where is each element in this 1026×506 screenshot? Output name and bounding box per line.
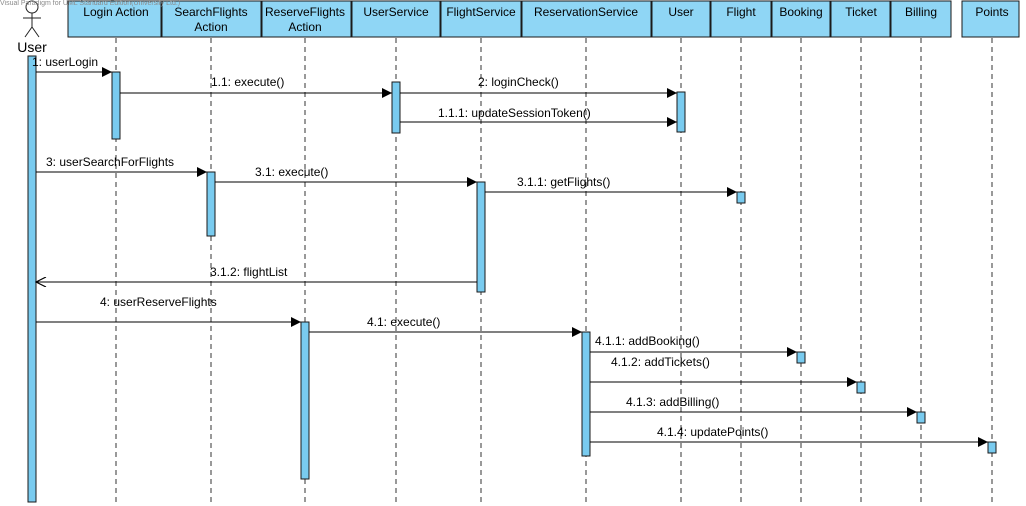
activation-bar-ticket bbox=[856, 381, 866, 394]
message-label: 4.1.3: addBilling() bbox=[626, 395, 719, 409]
actor-leg-icon bbox=[31, 26, 40, 38]
lifeline-header-box bbox=[351, 0, 441, 38]
message-label: 3.1.2: flightList bbox=[210, 265, 288, 279]
lifeline-header-box bbox=[161, 0, 262, 38]
activation-bar-usersvc bbox=[391, 81, 401, 134]
message-label: 4.1.1: addBooking() bbox=[595, 334, 700, 348]
activation-bar-flight bbox=[736, 191, 746, 204]
lifeline-header-label: Action bbox=[194, 20, 227, 34]
lifeline-header-box bbox=[67, 0, 162, 38]
activation-bar-user bbox=[27, 55, 37, 503]
lifeline-header-box bbox=[440, 0, 522, 38]
lifeline-header-userent[interactable]: User bbox=[651, 0, 711, 38]
message-3[interactable]: 2: loginCheck() bbox=[400, 75, 677, 98]
lifeline-header-login[interactable]: Login Action bbox=[67, 0, 162, 38]
lifeline-header-box bbox=[651, 0, 711, 38]
activation-bar-points bbox=[987, 441, 997, 454]
message-label: 4.1: execute() bbox=[367, 315, 440, 329]
lifeline-header-label: ReserveFlights bbox=[265, 5, 345, 19]
message-9[interactable]: 4: userReserveFlights bbox=[36, 295, 301, 327]
activation-bar-login bbox=[111, 71, 121, 140]
lifeline-header-label: Login Action bbox=[83, 5, 148, 19]
lifeline-header-box bbox=[261, 0, 352, 38]
message-13[interactable]: 4.1.3: addBilling() bbox=[590, 395, 917, 417]
lifeline-header-box bbox=[890, 0, 952, 38]
lifeline-header-box bbox=[771, 0, 831, 38]
lifeline-header-box bbox=[961, 0, 1020, 38]
lifeline-header-label: Flight bbox=[726, 5, 756, 19]
lifeline-header-box bbox=[710, 0, 772, 38]
message-label: 1.1: execute() bbox=[211, 75, 284, 89]
lifeline-header-label: Ticket bbox=[845, 5, 877, 19]
lifeline-header-label: ReservationService bbox=[534, 5, 638, 19]
lifeline-header-ticket[interactable]: Ticket bbox=[830, 0, 891, 38]
message-2[interactable]: 1.1: execute() bbox=[120, 75, 392, 98]
actor-label: User bbox=[17, 39, 47, 55]
lifeline-header-label: Booking bbox=[779, 5, 822, 19]
activation-bar-booking bbox=[796, 351, 806, 364]
activation-bar-billing bbox=[916, 411, 926, 424]
lifeline-header-billing[interactable]: Billing bbox=[890, 0, 952, 38]
message-label: 4.1.2: addTickets() bbox=[611, 355, 710, 369]
actor-user[interactable]: User bbox=[17, 0, 47, 55]
lifeline-header-flight[interactable]: Flight bbox=[710, 0, 772, 38]
message-7[interactable]: 3.1.1: getFlights() bbox=[485, 175, 737, 197]
lifeline-header-label: Points bbox=[975, 5, 1008, 19]
message-11[interactable]: 4.1.1: addBooking() bbox=[590, 334, 797, 357]
activation-bar-flightsvc bbox=[476, 181, 486, 293]
message-1[interactable]: 1: userLogin bbox=[32, 55, 112, 77]
lifeline-header-box bbox=[830, 0, 891, 38]
message-label: 4.1.4: updatePoints() bbox=[657, 425, 768, 439]
lifeline-header-flightsvc[interactable]: FlightService bbox=[440, 0, 522, 38]
activation-bar-ressvc bbox=[581, 331, 591, 457]
message-label: 3.1: execute() bbox=[255, 165, 328, 179]
activation-bar-reserve bbox=[300, 321, 310, 480]
message-label: 4: userReserveFlights bbox=[100, 295, 217, 309]
message-label: 2: loginCheck() bbox=[478, 75, 559, 89]
lifeline-header-label: Billing bbox=[905, 5, 937, 19]
message-label: 3.1.1: getFlights() bbox=[517, 175, 610, 189]
message-6[interactable]: 3.1: execute() bbox=[215, 165, 477, 187]
lifeline-header-label: SearchFlights bbox=[174, 5, 247, 19]
actor-leg-icon bbox=[24, 26, 33, 38]
activation-bar-search bbox=[206, 171, 216, 237]
lifeline-header-label: UserService bbox=[363, 5, 429, 19]
lifeline-header-points[interactable]: Points bbox=[961, 0, 1020, 38]
message-label: 1.1.1: updateSessionToken() bbox=[438, 106, 591, 120]
watermark-text: Visual Paradigm for UML Standard Edition… bbox=[0, 0, 181, 7]
message-14[interactable]: 4.1.4: updatePoints() bbox=[590, 425, 988, 447]
lifeline-header-label: Action bbox=[288, 20, 321, 34]
message-4[interactable]: 1.1.1: updateSessionToken() bbox=[400, 106, 677, 127]
message-label: 3: userSearchForFlights bbox=[46, 155, 174, 169]
lifeline-header-label: User bbox=[668, 5, 693, 19]
lifeline-header-box bbox=[521, 0, 652, 38]
message-label: 1: userLogin bbox=[32, 55, 98, 69]
message-12[interactable]: 4.1.2: addTickets() bbox=[590, 355, 857, 387]
lifeline-header-usersvc[interactable]: UserService bbox=[351, 0, 441, 38]
message-5[interactable]: 3: userSearchForFlights bbox=[36, 155, 207, 177]
message-8[interactable]: 3.1.2: flightList bbox=[36, 265, 477, 282]
lifeline-header-ressvc[interactable]: ReservationService bbox=[521, 0, 652, 38]
lifeline-header-booking[interactable]: Booking bbox=[771, 0, 831, 38]
message-10[interactable]: 4.1: execute() bbox=[309, 315, 582, 337]
activation-bar-userent bbox=[676, 91, 686, 133]
lifeline-header-label: FlightService bbox=[446, 5, 516, 19]
